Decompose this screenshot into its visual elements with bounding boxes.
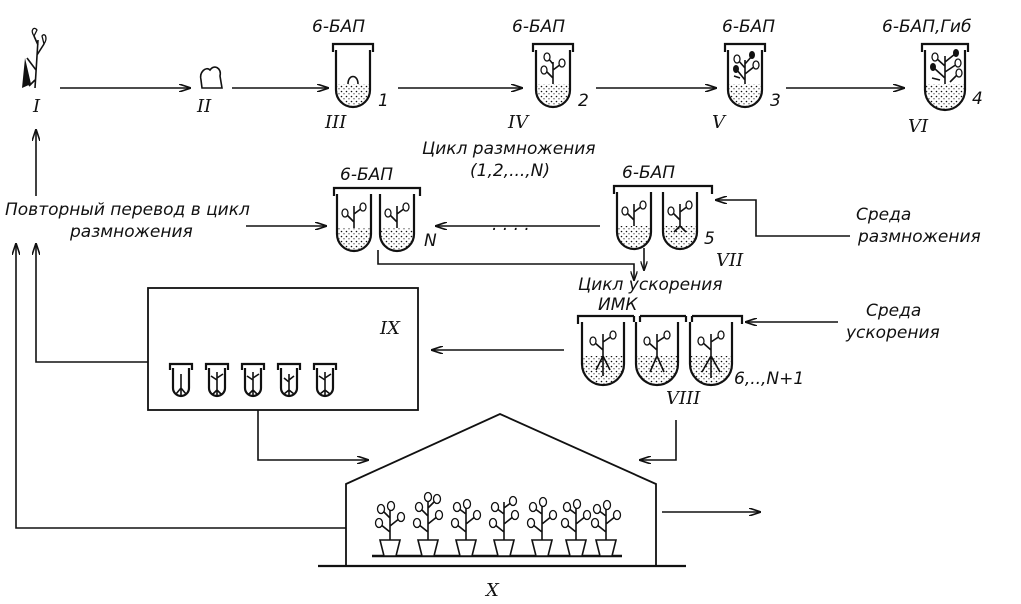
stage-label-iii: III	[324, 112, 347, 133]
medium-label-imk: ИМК	[598, 295, 638, 315]
tube-number-4: 4	[972, 89, 983, 109]
arrow-ix-to-repeat	[36, 244, 148, 362]
arrow-ix-to-greenhouse	[258, 410, 368, 460]
explant-shoot	[22, 28, 46, 88]
tube-number-n: N	[424, 231, 437, 251]
stage-label-iv: IV	[507, 112, 530, 133]
callus	[201, 67, 222, 88]
tube-number-3: 3	[770, 91, 781, 111]
medium-label-bap-1: 6-БАП	[312, 17, 365, 37]
tube-number-6-n1: 6,..,N+1	[734, 369, 804, 389]
medium-multiplication-line-1: Среда	[856, 205, 911, 225]
medium-multiplication-line-2: размножения	[857, 227, 981, 247]
stage-label-ix: IX	[379, 318, 401, 339]
stage-label-v: V	[712, 112, 727, 133]
cycle-multiplication-title: Цикл размножения	[422, 139, 596, 159]
repeat-transfer-line-1: Повторный перевод в цикл	[5, 200, 250, 220]
tube-number-1: 1	[378, 91, 389, 111]
medium-label-bap-3: 6-БАП	[722, 17, 775, 37]
tube-number-2: 2	[578, 91, 589, 111]
tube-1: 6-БАП	[312, 17, 373, 107]
stage-label-ii: II	[196, 96, 212, 117]
stage-label-viii: VIII	[666, 388, 701, 409]
medium-acceleration-line-2: ускорения	[845, 323, 940, 343]
potted-plants	[376, 493, 621, 557]
tube-triple-acceleration	[578, 316, 742, 385]
tube-pair-n: 6-БАП	[334, 165, 420, 251]
repeat-transfer-line-2: размножения	[69, 222, 193, 242]
stage-label-vii: VII	[716, 250, 744, 271]
cycle-acceleration-title: Цикл ускорения	[578, 275, 723, 295]
stage-label-vi: VI	[908, 116, 929, 137]
tube-pair-5: 6-БАП	[614, 163, 712, 249]
arrow-viii-to-greenhouse	[640, 420, 676, 460]
tube-4: 6-БАП,Гиб	[882, 17, 971, 110]
medium-label-bap-gib: 6-БАП,Гиб	[882, 17, 971, 37]
rooting-tubes	[170, 364, 336, 396]
stage-label-i: I	[32, 96, 41, 117]
tube-2: 6-БАП	[512, 17, 573, 107]
stage-label-x: X	[484, 580, 500, 601]
medium-label-bap-5: 6-БАП	[622, 163, 675, 183]
tube-number-5: 5	[704, 229, 715, 249]
arrow-medium-multiplication	[716, 200, 850, 236]
medium-label-bap-n: 6-БАП	[340, 165, 393, 185]
medium-label-bap-2: 6-БАП	[512, 17, 565, 37]
tube-3: 6-БАП	[722, 17, 775, 107]
medium-acceleration-line-1: Среда	[866, 301, 921, 321]
ellipsis-dots: . . . .	[492, 215, 530, 235]
cycle-multiplication-range: (1,2,...,N)	[470, 161, 550, 181]
